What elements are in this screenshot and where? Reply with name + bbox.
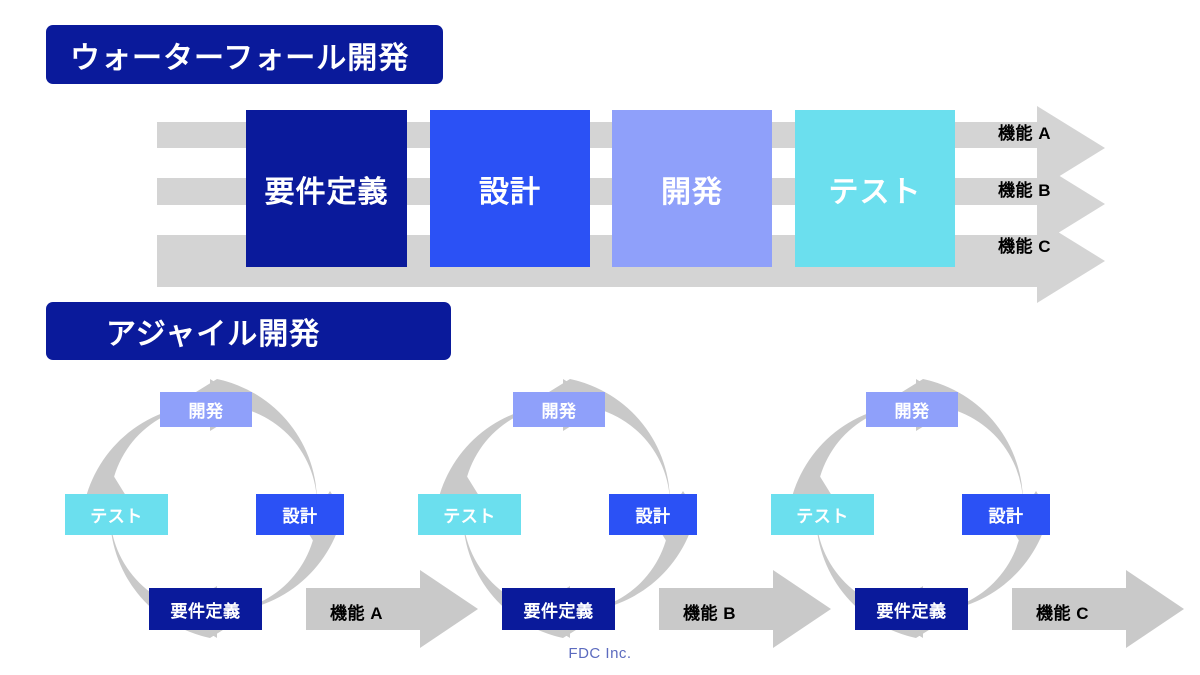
stage-label: 開発: [894, 402, 930, 421]
agile-cycle-2-stage-requirements[interactable]: 要件定義: [502, 588, 615, 630]
stage-label: テスト: [443, 507, 496, 526]
waterfall-phase-label: テスト: [828, 175, 922, 209]
stage-label: テスト: [796, 507, 849, 526]
agile-output-arrow-b: [659, 570, 831, 648]
footer-company-name: FDC Inc.: [568, 645, 632, 662]
stage-label: テスト: [90, 507, 143, 526]
agile-cycle-2-output-label: 機能 B: [683, 599, 736, 624]
agile-cycle-3-stage-development[interactable]: 開発: [866, 392, 958, 427]
agile-cycle-1-output-label: 機能 A: [330, 599, 383, 624]
agile-cycle-1-stage-test[interactable]: テスト: [65, 494, 168, 535]
waterfall-feature-label-a: 機能 A: [998, 119, 1051, 144]
output-text: 機能 B: [683, 604, 736, 623]
waterfall-feature-label-c: 機能 C: [998, 232, 1051, 257]
agile-cycle-3-stage-design[interactable]: 設計: [962, 494, 1050, 535]
agile-cycle-2-stage-test[interactable]: テスト: [418, 494, 521, 535]
feature-text: 機能 A: [998, 124, 1051, 143]
waterfall-phase-box-development[interactable]: 開発: [612, 110, 772, 267]
waterfall-phase-box-test[interactable]: テスト: [795, 110, 955, 267]
agile-cycle-3-output-label: 機能 C: [1036, 599, 1089, 624]
waterfall-phase-label: 開発: [661, 175, 723, 209]
agile-cycle-2-stage-development[interactable]: 開発: [513, 392, 605, 427]
agile-cycle-1-stage-design[interactable]: 設計: [256, 494, 344, 535]
stage-label: 開発: [541, 402, 577, 421]
output-text: 機能 C: [1036, 604, 1089, 623]
stage-label: 設計: [635, 507, 671, 526]
waterfall-phase-box-design[interactable]: 設計: [430, 110, 590, 267]
agile-section-title: アジャイル開発: [46, 302, 451, 360]
agile-cycle-1-stage-development[interactable]: 開発: [160, 392, 252, 427]
stage-label: 要件定義: [876, 601, 947, 621]
stage-label: 設計: [988, 507, 1024, 526]
agile-output-arrow-c: [1012, 570, 1184, 648]
agile-output-arrow-a: [306, 570, 478, 648]
feature-text: 機能 C: [998, 237, 1051, 256]
waterfall-phase-box-requirements[interactable]: 要件定義: [246, 110, 407, 267]
agile-cycle-3-stage-test[interactable]: テスト: [771, 494, 874, 535]
stage-label: 設計: [282, 507, 318, 526]
agile-cycle-1-stage-requirements[interactable]: 要件定義: [149, 588, 262, 630]
waterfall-phase-label: 要件定義: [264, 175, 389, 209]
stage-label: 要件定義: [170, 601, 241, 621]
waterfall-section-title: ウォーターフォール開発: [46, 25, 443, 84]
waterfall-feature-label-b: 機能 B: [998, 176, 1051, 201]
agile-cycle-2-stage-design[interactable]: 設計: [609, 494, 697, 535]
stage-label: 要件定義: [523, 601, 594, 621]
agile-cycle-3-stage-requirements[interactable]: 要件定義: [855, 588, 968, 630]
feature-text: 機能 B: [998, 181, 1051, 200]
waterfall-phase-label: 設計: [479, 175, 541, 209]
stage-label: 開発: [188, 402, 224, 421]
output-text: 機能 A: [330, 604, 383, 623]
